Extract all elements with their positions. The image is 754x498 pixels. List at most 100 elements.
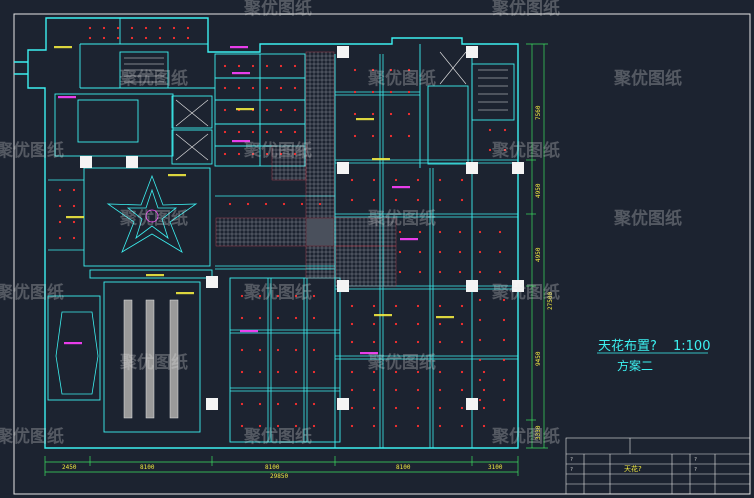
ceiling-lamp [276, 294, 280, 298]
ceiling-lamp [478, 378, 482, 382]
column [466, 46, 478, 58]
column [126, 156, 138, 168]
annotation-label [64, 342, 82, 345]
ceiling-lamp [407, 134, 411, 138]
annotation-marks [54, 46, 454, 355]
ceiling-lamp [265, 108, 269, 112]
dim-right-2: 4950 [535, 183, 542, 198]
ceiling-lamp [398, 230, 402, 234]
ceiling-lamp [438, 270, 442, 274]
ceiling-lamp [265, 152, 269, 156]
ceiling-lamp [58, 236, 62, 240]
column [206, 276, 218, 288]
ceiling-lamp [416, 198, 420, 202]
watermark-text: 聚优图纸 [613, 208, 682, 229]
ceiling-lamp [460, 406, 464, 410]
ceiling-lamp [144, 36, 148, 40]
grid-lattice-lines [216, 52, 396, 286]
ceiling-lamp [246, 202, 250, 206]
ceiling-lamp [438, 340, 442, 344]
ceiling-lamp [372, 370, 376, 374]
annotation-label [54, 46, 72, 49]
ceiling-lamp [312, 424, 316, 428]
ceiling-lamp [353, 112, 357, 116]
ceiling-lamp [72, 204, 76, 208]
ceiling-lamp [312, 370, 316, 374]
watermark-text: 聚优图纸 [243, 140, 312, 161]
ceiling-lamp [350, 388, 354, 392]
ceiling-lamp [372, 406, 376, 410]
ceiling-lamp [416, 406, 420, 410]
ceiling-lamp [172, 36, 176, 40]
ceiling-lamps [58, 26, 507, 428]
ceiling-lamp [251, 64, 255, 68]
ceiling-lamp [276, 402, 280, 406]
ceiling-lamp [276, 370, 280, 374]
ceiling-lamp [186, 36, 190, 40]
ceiling-lamp [282, 202, 286, 206]
ceiling-lamp [350, 370, 354, 374]
title-block-project: 天花? [624, 464, 642, 473]
ceiling-lamp [223, 64, 227, 68]
ceiling-lamp [353, 90, 357, 94]
ceiling-lamp [458, 270, 462, 274]
ceiling-lamp [240, 294, 244, 298]
ceiling-lamp [416, 370, 420, 374]
ceiling-lamp [58, 220, 62, 224]
ceiling-lamp [458, 230, 462, 234]
column [337, 280, 349, 292]
ceiling-lamp [394, 388, 398, 392]
ceiling-lamp [502, 338, 506, 342]
ceiling-lamp [438, 322, 442, 326]
ceiling-lamp [130, 36, 134, 40]
ceiling-lamp [460, 304, 464, 308]
ceiling-lamp [293, 64, 297, 68]
ceiling-lamp [372, 340, 376, 344]
ceiling-lamp [438, 304, 442, 308]
ceiling-lamp [372, 322, 376, 326]
ceiling-lamp [294, 370, 298, 374]
ceiling-lamp [394, 304, 398, 308]
ceiling-lamp [438, 388, 442, 392]
ceiling-lamp [279, 86, 283, 90]
dim-bottom-total: 29850 [270, 473, 288, 480]
ceiling-lamp [240, 402, 244, 406]
ceiling-lamp [418, 270, 422, 274]
ceiling-lamp [488, 128, 492, 132]
ceiling-lamp [251, 86, 255, 90]
ceiling-lamp [293, 152, 297, 156]
dim-bottom-1: 2450 [62, 464, 77, 471]
ceiling-lamp [498, 270, 502, 274]
dim-right-3: 4950 [535, 247, 542, 262]
watermark-text: 聚优图纸 [367, 68, 436, 89]
ceiling-lamp [458, 250, 462, 254]
ceiling-lamp [478, 318, 482, 322]
ceiling-lamp [394, 178, 398, 182]
ceiling-lamp [498, 230, 502, 234]
ceiling-lamp [276, 424, 280, 428]
watermark-text: 聚优图纸 [367, 352, 436, 373]
ceiling-lamp [418, 230, 422, 234]
dim-right-1: 7560 [535, 105, 542, 120]
ceiling-lamp [312, 294, 316, 298]
ceiling-lamp [371, 90, 375, 94]
ceiling-lamp [350, 340, 354, 344]
ceiling-lamp [116, 36, 120, 40]
ceiling-lamp [394, 322, 398, 326]
ceiling-lamp [372, 198, 376, 202]
ceiling-lamp [58, 204, 62, 208]
ceiling-lamp [294, 294, 298, 298]
ceiling-lamp [72, 188, 76, 192]
ceiling-lamp [438, 230, 442, 234]
ceiling-lamp [371, 134, 375, 138]
annotation-label [392, 186, 410, 189]
ceiling-lamp [258, 370, 262, 374]
annotation-label [236, 108, 254, 111]
ceiling-lamp [372, 304, 376, 308]
title-block-cell-2: ? [570, 467, 573, 473]
ceiling-lamp [478, 398, 482, 402]
ceiling-lamp [478, 250, 482, 254]
ceiling-lamp [371, 112, 375, 116]
ceiling-lamp [158, 26, 162, 30]
